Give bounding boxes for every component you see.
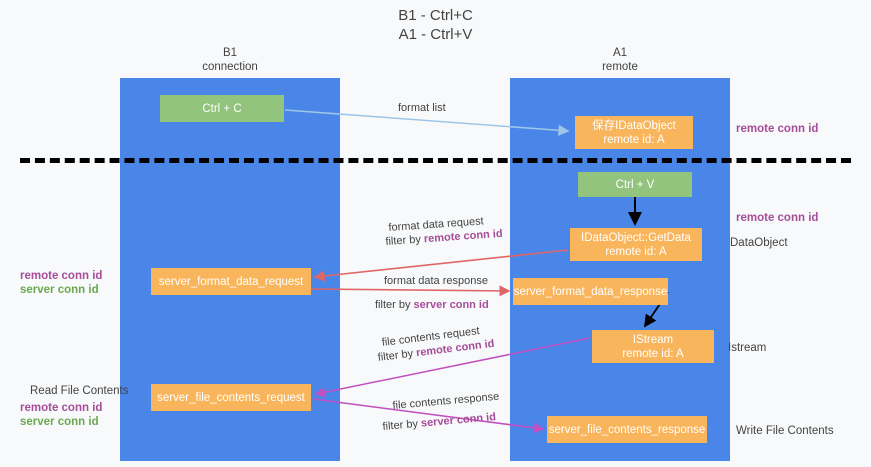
node-istream-sub: remote id: A: [622, 347, 684, 360]
edge-label-format-data-response-filter-prefix: filter by: [375, 299, 414, 311]
edge-label-file-contents-response-filter: filter by server conn id: [382, 410, 497, 435]
label-right-remote-conn-id-2: remote conn id: [736, 212, 819, 224]
edge-label-format-list: format list: [398, 102, 446, 114]
label-read-file-contents: Read File Contents: [30, 385, 129, 397]
node-ctrl-v-label: Ctrl + V: [615, 178, 655, 191]
node-server-file-contents-request-label: server_file_contents_request: [157, 391, 305, 404]
edge-label-format-data-request-filter-key: remote conn id: [423, 227, 503, 246]
node-idataobject-getdata-label: IDataObject::GetData: [581, 231, 691, 244]
page-title: B1 - Ctrl+C A1 - Ctrl+V: [0, 6, 871, 44]
edge-label-file-contents-request-filter-prefix: filter by: [377, 347, 417, 364]
node-idataobject-getdata-sub: remote id: A: [605, 245, 667, 258]
node-save-idataobject[interactable]: 保存IDataObject remote id: A: [575, 116, 693, 149]
edge-label-format-data-response-filter-key: server conn id: [413, 299, 489, 311]
label-left-server-conn-id-1: server conn id: [20, 284, 99, 296]
node-server-format-data-response-label: server_format_data_response: [513, 285, 668, 298]
edge-label-file-contents-response-filter-key: server conn id: [420, 411, 497, 430]
label-right-remote-conn-id-1: remote conn id: [736, 123, 819, 135]
edge-label-format-data-request-filter-prefix: filter by: [385, 233, 425, 248]
page-title-line1: B1 - Ctrl+C: [398, 7, 473, 24]
node-save-idataobject-sub: remote id: A: [603, 133, 665, 146]
phase-divider: [20, 158, 851, 163]
node-server-file-contents-request[interactable]: server_file_contents_request: [151, 384, 311, 411]
label-istream: Istream: [728, 342, 767, 354]
column-header-a1: A1 remote: [510, 46, 730, 74]
node-idataobject-getdata[interactable]: IDataObject::GetData remote id: A: [570, 228, 702, 261]
node-server-format-data-response[interactable]: server_format_data_response: [513, 278, 668, 305]
node-server-format-data-request[interactable]: server_format_data_request: [151, 268, 311, 295]
column-header-a1-name: A1: [612, 47, 628, 59]
edge-label-format-data-response-filter: filter by server conn id: [375, 298, 489, 313]
connector-format-data-response: [310, 285, 511, 297]
edge-label-format-data-response: format data response: [384, 275, 488, 287]
node-ctrl-v[interactable]: Ctrl + V: [578, 172, 692, 197]
label-left-server-conn-id-2: server conn id: [20, 416, 99, 428]
column-header-b1-name: B1: [222, 47, 238, 59]
node-server-file-contents-response-label: server_file_contents_response: [548, 423, 706, 436]
node-server-format-data-request-label: server_format_data_request: [158, 275, 304, 288]
node-istream-label: IStream: [632, 333, 674, 346]
label-write-file-contents: Write File Contents: [736, 425, 834, 437]
node-ctrl-c-label: Ctrl + C: [202, 102, 242, 115]
node-istream[interactable]: IStream remote id: A: [592, 330, 714, 363]
node-ctrl-c[interactable]: Ctrl + C: [160, 95, 284, 122]
label-dataobject: DataObject: [730, 237, 788, 249]
label-left-remote-conn-id-2: remote conn id: [20, 402, 103, 414]
column-header-b1-role: connection: [202, 61, 258, 73]
label-left-remote-conn-id-1: remote conn id: [20, 270, 103, 282]
edge-label-file-contents-response-filter-prefix: filter by: [382, 417, 422, 433]
column-header-a1-role: remote: [602, 61, 638, 73]
column-header-b1: B1 connection: [120, 46, 340, 74]
node-server-file-contents-response[interactable]: server_file_contents_response: [547, 416, 707, 443]
page-title-line2: A1 - Ctrl+V: [398, 26, 473, 43]
node-save-idataobject-label: 保存IDataObject: [592, 119, 676, 132]
